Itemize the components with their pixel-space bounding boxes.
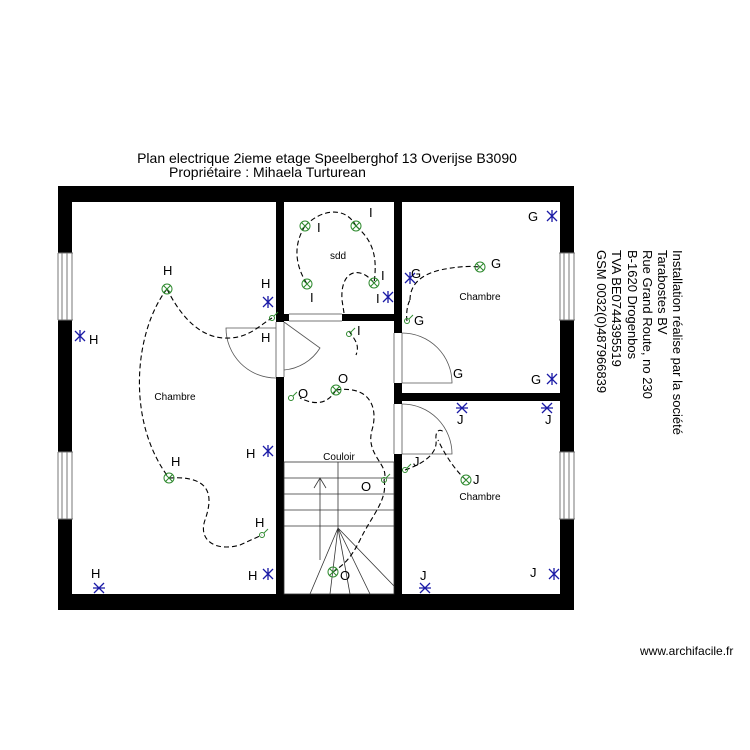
socket-icon: [546, 209, 558, 223]
company-line-6: GSM 0032(0)487966839: [594, 250, 609, 393]
circuit-label: G: [491, 256, 501, 271]
walls: [58, 186, 574, 610]
switch-icon: [402, 463, 412, 473]
circuit-label: H: [246, 446, 255, 461]
switch-icon: [288, 391, 298, 401]
circuit-label: H: [261, 330, 270, 345]
circuit-label: H: [171, 454, 180, 469]
circuit-label: J: [545, 412, 552, 427]
company-info: Installation réalise par la société Tara…: [594, 250, 685, 435]
room-label-chambre-top-right: Chambre: [459, 292, 501, 303]
credit-link[interactable]: www.archifacile.fr: [640, 644, 734, 658]
circuit-label: H: [89, 332, 98, 347]
circuit-label: J: [473, 472, 480, 487]
circuit-label: I: [376, 291, 380, 306]
sockets: [74, 209, 560, 594]
circuit-label: J: [457, 412, 464, 427]
circuit-label: O: [340, 568, 350, 583]
socket-icon: [418, 582, 432, 594]
room-label-couloir: Couloir: [323, 452, 355, 463]
company-line-2: Tarabostes BV: [655, 250, 670, 335]
circuit-label: O: [338, 371, 348, 386]
room-label-chambre-bottom-right: Chambre: [459, 492, 501, 503]
circuit-label: G: [453, 366, 463, 381]
circuit-label: J: [413, 454, 420, 469]
openings: [57, 252, 575, 520]
staircase: [283, 461, 395, 595]
switch-icon: [404, 314, 414, 324]
circuit-label: H: [248, 568, 257, 583]
socket-icon: [262, 295, 274, 309]
circuit-label: H: [255, 515, 264, 530]
circuit-label: I: [317, 220, 321, 235]
lamp-icon: [460, 474, 472, 486]
circuit-label: G: [528, 209, 538, 224]
circuit-label: I: [357, 323, 361, 338]
plan-title: Plan electrique 2ieme etage Speelberghof…: [137, 150, 517, 166]
circuit-label: J: [420, 568, 427, 583]
socket-icon: [92, 582, 106, 594]
switch-icon: [346, 327, 356, 337]
circuit-label: G: [414, 313, 424, 328]
lamp-icon: [161, 283, 173, 295]
circuit-label: G: [531, 372, 541, 387]
socket-icon: [382, 290, 394, 304]
circuit-label: O: [298, 386, 308, 401]
socket-icon: [546, 372, 558, 386]
door-swings: [225, 321, 453, 455]
circuit-label: H: [91, 566, 100, 581]
socket-icon: [74, 329, 86, 343]
circuit-label: G: [411, 266, 421, 281]
circuit-label: J: [530, 565, 537, 580]
socket-icon: [548, 567, 560, 581]
owner-line: Propriétaire : Mihaela Turturean: [169, 164, 366, 180]
lamp-icon: [299, 220, 311, 232]
company-line-3: Rue Grand Route, no 230: [640, 250, 655, 399]
circuit-label: I: [310, 290, 314, 305]
room-label-chambre-left: Chambre: [154, 392, 196, 403]
wiring: [138, 211, 481, 573]
socket-icon: [262, 567, 274, 581]
room-label-sdd: sdd: [330, 251, 346, 262]
lamp-icon: [350, 220, 362, 232]
company-line-4: B-1620 Drogenbos: [625, 250, 640, 360]
circuit-labels: H H H H H H H H H I I I I I I G G G G G …: [89, 205, 552, 583]
circuit-label: H: [261, 276, 270, 291]
company-line-5: TVA BE0744395519: [609, 250, 624, 367]
circuit-label: H: [163, 263, 172, 278]
circuit-label: I: [381, 268, 385, 283]
switch-icon: [259, 528, 269, 538]
socket-icon: [262, 444, 274, 458]
circuit-label: I: [369, 205, 373, 220]
company-line-1: Installation réalise par la société: [670, 250, 685, 435]
circuit-label: O: [361, 479, 371, 494]
lamp-icon: [301, 278, 313, 290]
